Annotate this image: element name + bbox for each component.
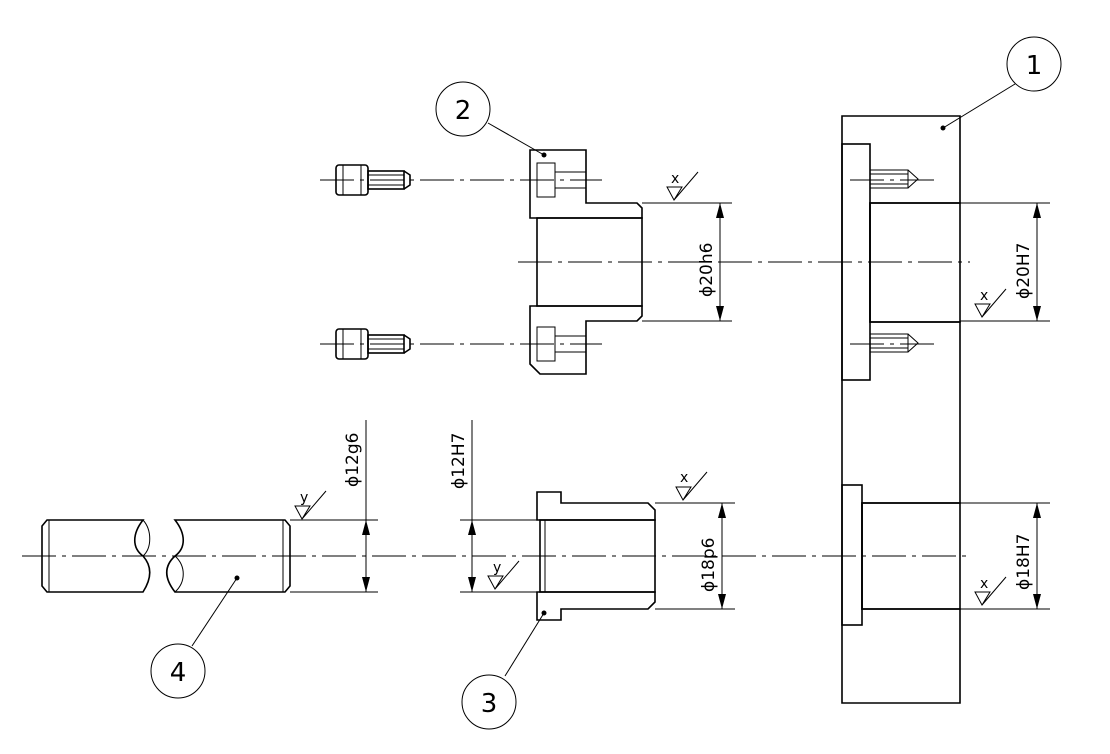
collar-bushing-part-3 bbox=[504, 491, 656, 677]
collar-bushing-upper-section bbox=[536, 491, 656, 521]
balloon-3-label: 3 bbox=[481, 689, 498, 719]
collar-bushing-lower-section bbox=[536, 591, 656, 621]
shaft-part-4 bbox=[41, 519, 291, 647]
dim-18p6: ϕ18p6 bbox=[655, 502, 735, 610]
leader-dot-1 bbox=[940, 125, 946, 131]
leader-line-1 bbox=[942, 83, 1016, 129]
threaded-hole-upper bbox=[869, 169, 919, 189]
dim-20h6: ϕ20h6 bbox=[642, 202, 732, 322]
dim-20H7-label: ϕ20H7 bbox=[1014, 243, 1034, 299]
balloon-2-label: 2 bbox=[455, 96, 472, 126]
surface-symbol-x-housing-lower: x bbox=[974, 576, 1007, 607]
dim-20h6-label: ϕ20h6 bbox=[697, 243, 717, 297]
threaded-hole-lower bbox=[869, 333, 919, 353]
surface-symbol-x-housing-upper: x bbox=[974, 288, 1007, 319]
surface-symbol-x-flange: x bbox=[666, 171, 699, 202]
housing-body bbox=[841, 115, 961, 704]
flange-bushing-part-2 bbox=[487, 122, 643, 375]
dim-12H7-label: ϕ12H7 bbox=[449, 433, 469, 489]
balloon-1-label: 1 bbox=[1026, 51, 1043, 81]
leader-line-4 bbox=[191, 577, 238, 647]
surface-symbol-x-housing-upper-label: x bbox=[980, 288, 988, 304]
surface-symbol-x-collar: x bbox=[675, 470, 708, 502]
dim-12g6: ϕ12g6 bbox=[290, 420, 378, 593]
balloon-4: 4 bbox=[150, 643, 206, 699]
dim-12H7: ϕ12H7 bbox=[449, 420, 540, 593]
leader-line-2 bbox=[487, 122, 545, 156]
balloon-3: 3 bbox=[461, 674, 517, 730]
leader-line-3 bbox=[504, 612, 545, 677]
dim-18p6-label: ϕ18p6 bbox=[699, 538, 719, 592]
dim-18H7: ϕ18H7 bbox=[960, 502, 1050, 610]
surface-symbol-x-housing-lower-label: x bbox=[980, 576, 988, 592]
surface-symbol-y-bore-label: y bbox=[493, 560, 501, 576]
flange-bushing-lower-section bbox=[529, 305, 643, 375]
balloon-4-label: 4 bbox=[170, 658, 187, 688]
dim-12g6-label: ϕ12g6 bbox=[343, 433, 363, 487]
surface-symbol-y-shaft-label: y bbox=[300, 490, 308, 506]
dim-20H7: ϕ20H7 bbox=[960, 202, 1050, 322]
balloon-1: 1 bbox=[1006, 36, 1062, 92]
surface-symbol-y-shaft: y bbox=[294, 490, 327, 521]
housing-part-1 bbox=[841, 83, 1016, 704]
balloon-2: 2 bbox=[435, 81, 491, 137]
surface-symbol-y-bore: y bbox=[487, 560, 520, 591]
housing-counterbore-lower bbox=[841, 484, 863, 626]
center-lines bbox=[22, 179, 970, 557]
dim-18H7-label: ϕ18H7 bbox=[1014, 534, 1034, 590]
surface-symbol-x-flange-label: x bbox=[671, 171, 679, 187]
surface-symbol-x-collar-label: x bbox=[680, 470, 688, 486]
shaft-break-hatch-right bbox=[166, 555, 184, 593]
